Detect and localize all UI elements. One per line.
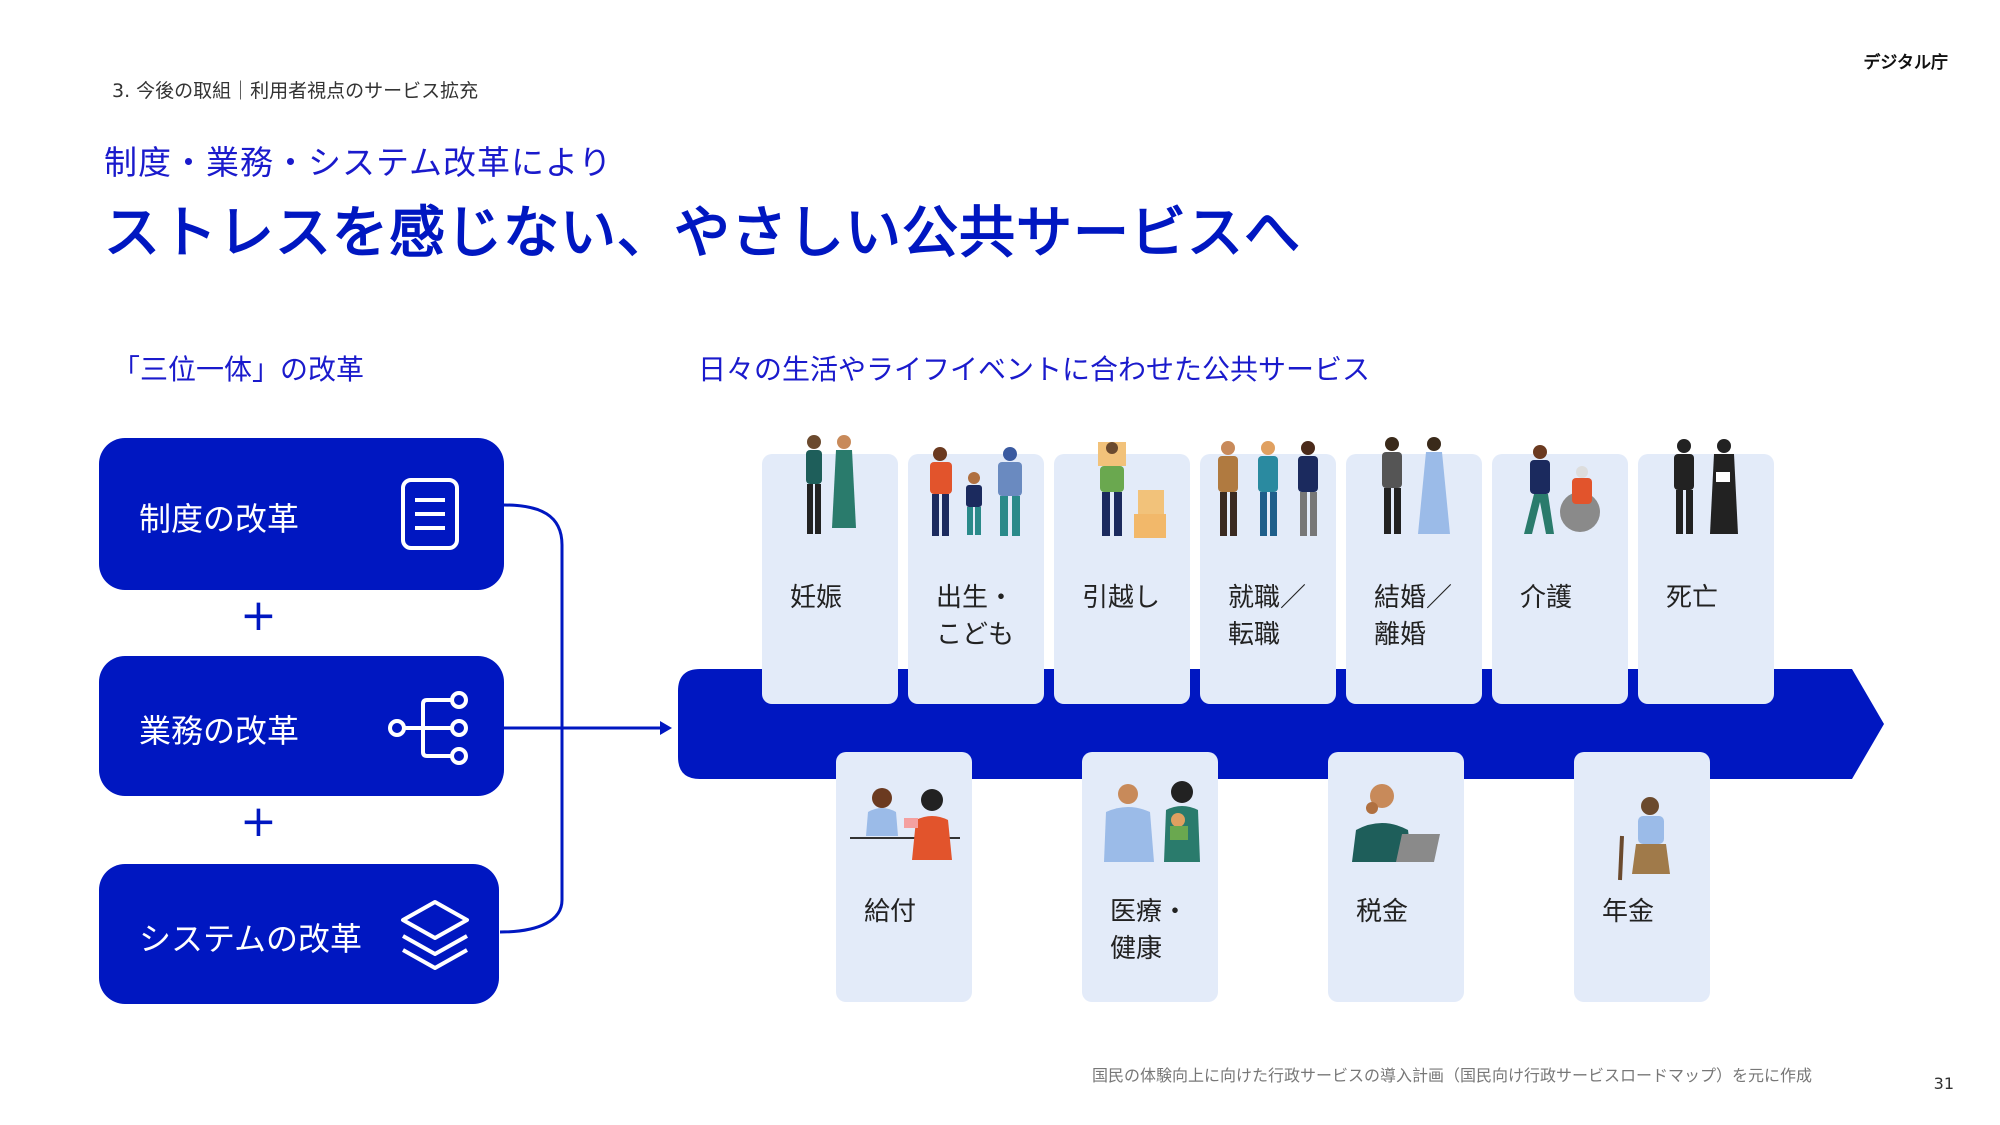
reform-box-system-policy: 制度の改革 bbox=[99, 438, 504, 590]
counter-service-icon bbox=[850, 788, 960, 860]
reform-label: 制度の改革 bbox=[139, 500, 300, 538]
service-card-birth-children: 出生・ こども bbox=[908, 447, 1044, 704]
service-card-label: 医療・ 健康 bbox=[1110, 897, 1189, 964]
service-card-label: 就職／ 転職 bbox=[1228, 583, 1307, 650]
reform-box-operations: 業務の改革 bbox=[99, 656, 504, 796]
laptop-user-icon bbox=[1352, 784, 1440, 862]
service-card-nursing-care: 介護 bbox=[1492, 445, 1628, 704]
reform-box-systems: システムの改革 bbox=[99, 864, 499, 1004]
moving-boxes-figure-icon bbox=[1098, 442, 1166, 538]
service-card-pension: 年金 bbox=[1574, 752, 1710, 1002]
service-card-label: 結婚／ 離婚 bbox=[1374, 583, 1453, 650]
reform-label: システムの改革 bbox=[139, 920, 363, 958]
service-card-moving: 引越し bbox=[1054, 442, 1190, 704]
service-card-label: 年金 bbox=[1602, 897, 1655, 927]
service-card-employment: 就職／ 転職 bbox=[1200, 441, 1336, 704]
caregiver-wheelchair-icon bbox=[1524, 445, 1600, 534]
pregnancy-figures-icon bbox=[806, 435, 856, 534]
source-footnote: 国民の体験向上に向けた行政サービスの導入計画（国民向け行政サービスロードマップ）… bbox=[1092, 1066, 1813, 1085]
elderly-cane-icon bbox=[1618, 797, 1670, 881]
service-card-marriage: 結婚／ 離婚 bbox=[1346, 437, 1482, 704]
layers-icon bbox=[399, 896, 471, 976]
document-icon bbox=[399, 476, 461, 556]
couple-figures-icon bbox=[1382, 437, 1450, 534]
service-card-label: 死亡 bbox=[1666, 583, 1719, 613]
plus-sign: + bbox=[240, 590, 277, 641]
branch-icon bbox=[387, 690, 469, 770]
service-card-tax: 税金 bbox=[1328, 752, 1464, 1002]
section-heading-services: 日々の生活やライフイベントに合わせた公共サービス bbox=[698, 353, 1371, 386]
doctor-patient-icon bbox=[1104, 781, 1200, 862]
reform-label: 業務の改革 bbox=[139, 712, 300, 750]
breadcrumb: 3. 今後の取組｜利用者視点のサービス拡充 bbox=[112, 80, 479, 102]
workers-figures-icon bbox=[1218, 441, 1318, 536]
mourners-figures-icon bbox=[1674, 439, 1738, 534]
service-card-death: 死亡 bbox=[1638, 439, 1774, 704]
page-title: ストレスを感じない、やさしい公共サービスへ bbox=[104, 201, 1301, 266]
section-heading-reforms: 「三位一体」の改革 bbox=[112, 353, 365, 386]
service-card-label: 給付 bbox=[864, 897, 917, 927]
service-card-label: 引越し bbox=[1082, 583, 1161, 613]
page-subtitle: 制度・業務・システム改革により bbox=[104, 143, 613, 182]
service-card-label: 出生・ こども bbox=[936, 583, 1015, 650]
agency-logo: デジタル庁 bbox=[1863, 53, 1948, 73]
service-card-pregnancy: 妊娠 bbox=[762, 435, 898, 704]
plus-sign: + bbox=[240, 796, 277, 847]
page-number: 31 bbox=[1933, 1074, 1954, 1093]
service-card-label: 税金 bbox=[1356, 897, 1409, 927]
service-card-label: 妊娠 bbox=[790, 583, 843, 613]
service-card-benefits: 給付 bbox=[836, 752, 972, 1002]
service-card-medical-health: 医療・ 健康 bbox=[1082, 752, 1218, 1002]
service-card-label: 介護 bbox=[1520, 583, 1573, 613]
family-figures-icon bbox=[930, 447, 1022, 536]
